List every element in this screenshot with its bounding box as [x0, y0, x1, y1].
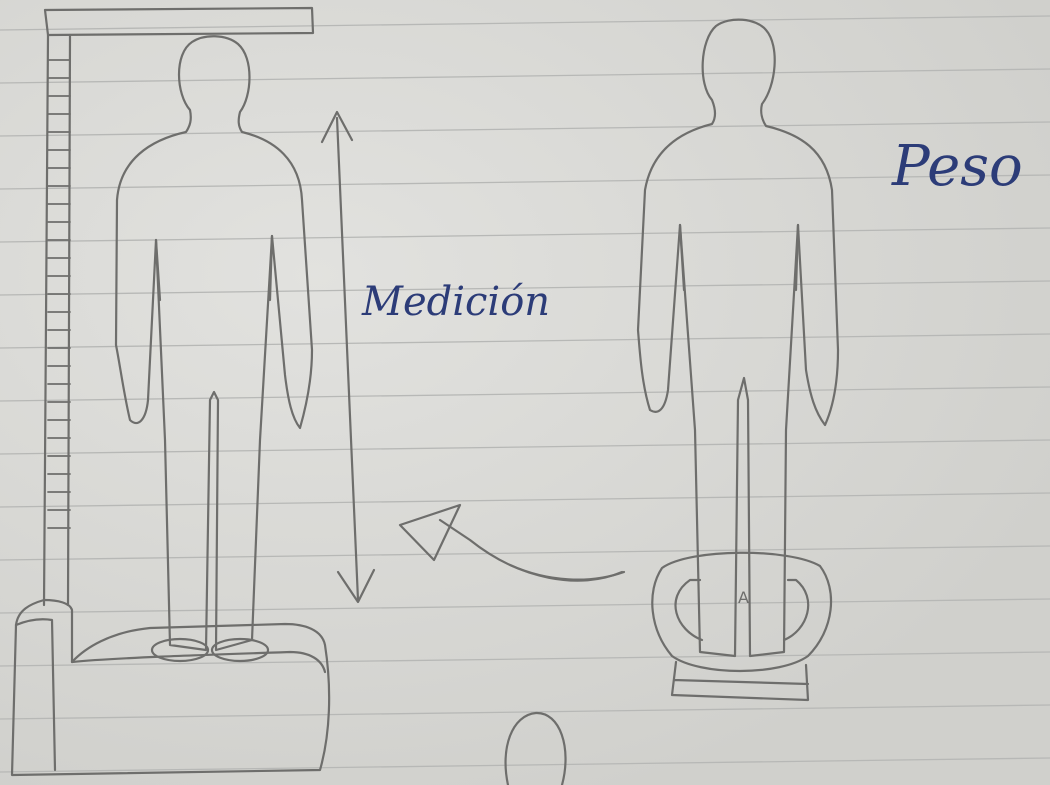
measurement-label: Medición: [361, 279, 550, 325]
weighing-scale: [652, 553, 831, 700]
transition-arrow: [400, 505, 624, 581]
partial-head-sketch: [506, 713, 566, 785]
weight-label: Peso: [891, 134, 1023, 199]
stadiometer: [12, 8, 329, 775]
ruled-line: [0, 16, 1050, 30]
stadiometer-headboard: [45, 8, 313, 35]
scale-body: [652, 553, 831, 671]
stadiometer-pole: [44, 35, 70, 605]
ruled-line: [0, 546, 1050, 560]
ruled-line: [0, 440, 1050, 454]
ruled-line: [0, 228, 1050, 242]
ruled-line: [0, 758, 1050, 772]
ruled-line: [0, 334, 1050, 348]
stadiometer-scale-ticks: [48, 60, 70, 528]
scale-right-footpad: [784, 580, 808, 640]
scale-base: [672, 662, 808, 700]
ruled-line: [0, 387, 1050, 401]
ruled-line: [0, 69, 1050, 83]
ruled-line: [0, 599, 1050, 613]
ruled-line: [0, 652, 1050, 666]
scale-marking: A: [738, 588, 749, 607]
height-measurement-arrow: [322, 112, 374, 602]
ruled-lines: [0, 16, 1050, 772]
ruled-line: [0, 493, 1050, 507]
